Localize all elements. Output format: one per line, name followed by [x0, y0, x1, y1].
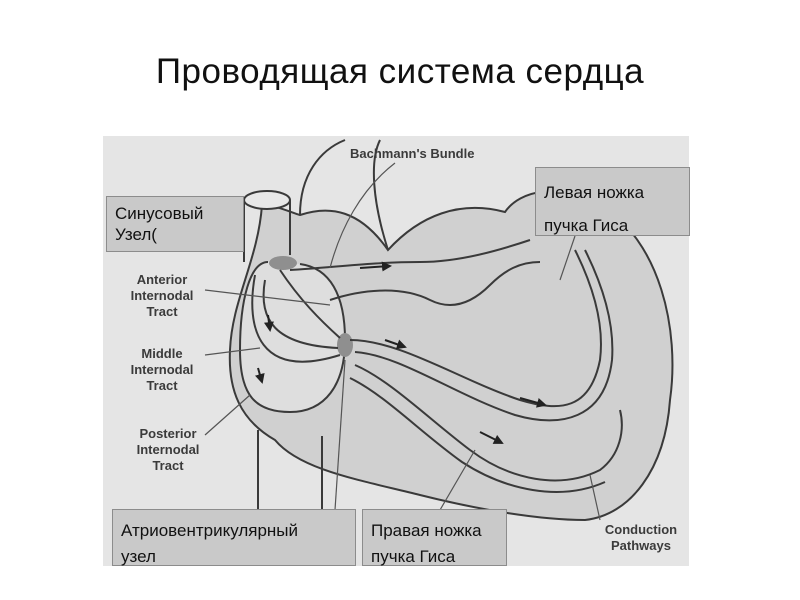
label-conduction-line1: Conduction	[605, 522, 677, 537]
bachmanns-bundle-arrow	[359, 261, 392, 272]
label-middle-line3: Tract	[146, 378, 178, 393]
label-anterior-line1: Anterior	[137, 272, 188, 287]
internodal-tract-middle	[262, 279, 339, 349]
internodal-arrow-1	[263, 314, 274, 332]
right-bundle-callout-line1: Правая ножка	[371, 521, 482, 540]
slide-title: Проводящая система сердца	[155, 52, 645, 91]
left-bundle-branch	[349, 249, 602, 408]
label-anterior-line3: Tract	[146, 304, 178, 319]
right-bundle-branch-callout: Правая ножка пучка Гиса	[362, 509, 507, 566]
leader-bachmann	[329, 162, 396, 269]
leader-middle	[204, 347, 261, 356]
right-atrium	[238, 261, 347, 414]
av-node-callout-line2: узел	[121, 546, 156, 566]
label-bachmanns-bundle: Bachmann's Bundle	[350, 146, 474, 161]
aorta	[299, 139, 389, 251]
left-bundle-branch-callout: Левая ножка пучка Гиса	[535, 167, 690, 236]
left-bundle-callout-line2: пучка Гиса	[544, 216, 629, 236]
vena-cava-opening	[243, 190, 291, 210]
label-posterior-line2: Internodal	[137, 442, 200, 457]
sa-node-callout-line1: Синусовый	[115, 204, 204, 223]
leader-left-branch	[559, 235, 576, 281]
left-bundle-branch-inner	[354, 249, 614, 422]
internodal-tract-anterior	[279, 269, 341, 339]
leader-anterior	[204, 289, 331, 306]
label-middle-line2: Internodal	[131, 362, 194, 377]
internodal-arrow-2	[254, 367, 265, 384]
av-node	[337, 333, 353, 357]
leader-conduction	[589, 474, 601, 521]
right-branch-arrow	[479, 431, 504, 444]
bachmanns-bundle-tract	[289, 239, 531, 271]
label-posterior-line1: Posterior	[139, 426, 196, 441]
label-middle-line1: Middle	[141, 346, 182, 361]
his-bundle-arrow	[384, 339, 407, 350]
left-atrium	[329, 261, 541, 306]
sa-node	[269, 256, 297, 270]
label-anterior-line2: Internodal	[131, 288, 194, 303]
internodal-tract-posterior	[251, 274, 341, 363]
sa-node-callout-line2: Узел(	[115, 225, 157, 245]
inferior-vena-cava	[257, 430, 323, 510]
label-conduction-line2: Pathways	[611, 538, 671, 553]
left-branch-arrow	[519, 397, 547, 408]
leader-av-node	[334, 359, 346, 511]
leader-posterior	[204, 394, 251, 436]
right-bundle-callout-line2: пучка Гиса	[371, 546, 456, 566]
right-bundle-branch	[354, 364, 623, 482]
left-bundle-callout-line1: Левая ножка	[544, 183, 645, 202]
av-node-callout: Атриовентрикулярный узел	[112, 509, 356, 566]
av-node-callout-line1: Атриовентрикулярный	[121, 521, 299, 540]
superior-vena-cava	[243, 200, 291, 262]
leader-right-branch	[439, 449, 476, 511]
label-posterior-line3: Tract	[152, 458, 184, 473]
sa-node-callout: Синусовый Узел(	[106, 196, 244, 252]
right-bundle-branch-inner	[349, 377, 606, 493]
